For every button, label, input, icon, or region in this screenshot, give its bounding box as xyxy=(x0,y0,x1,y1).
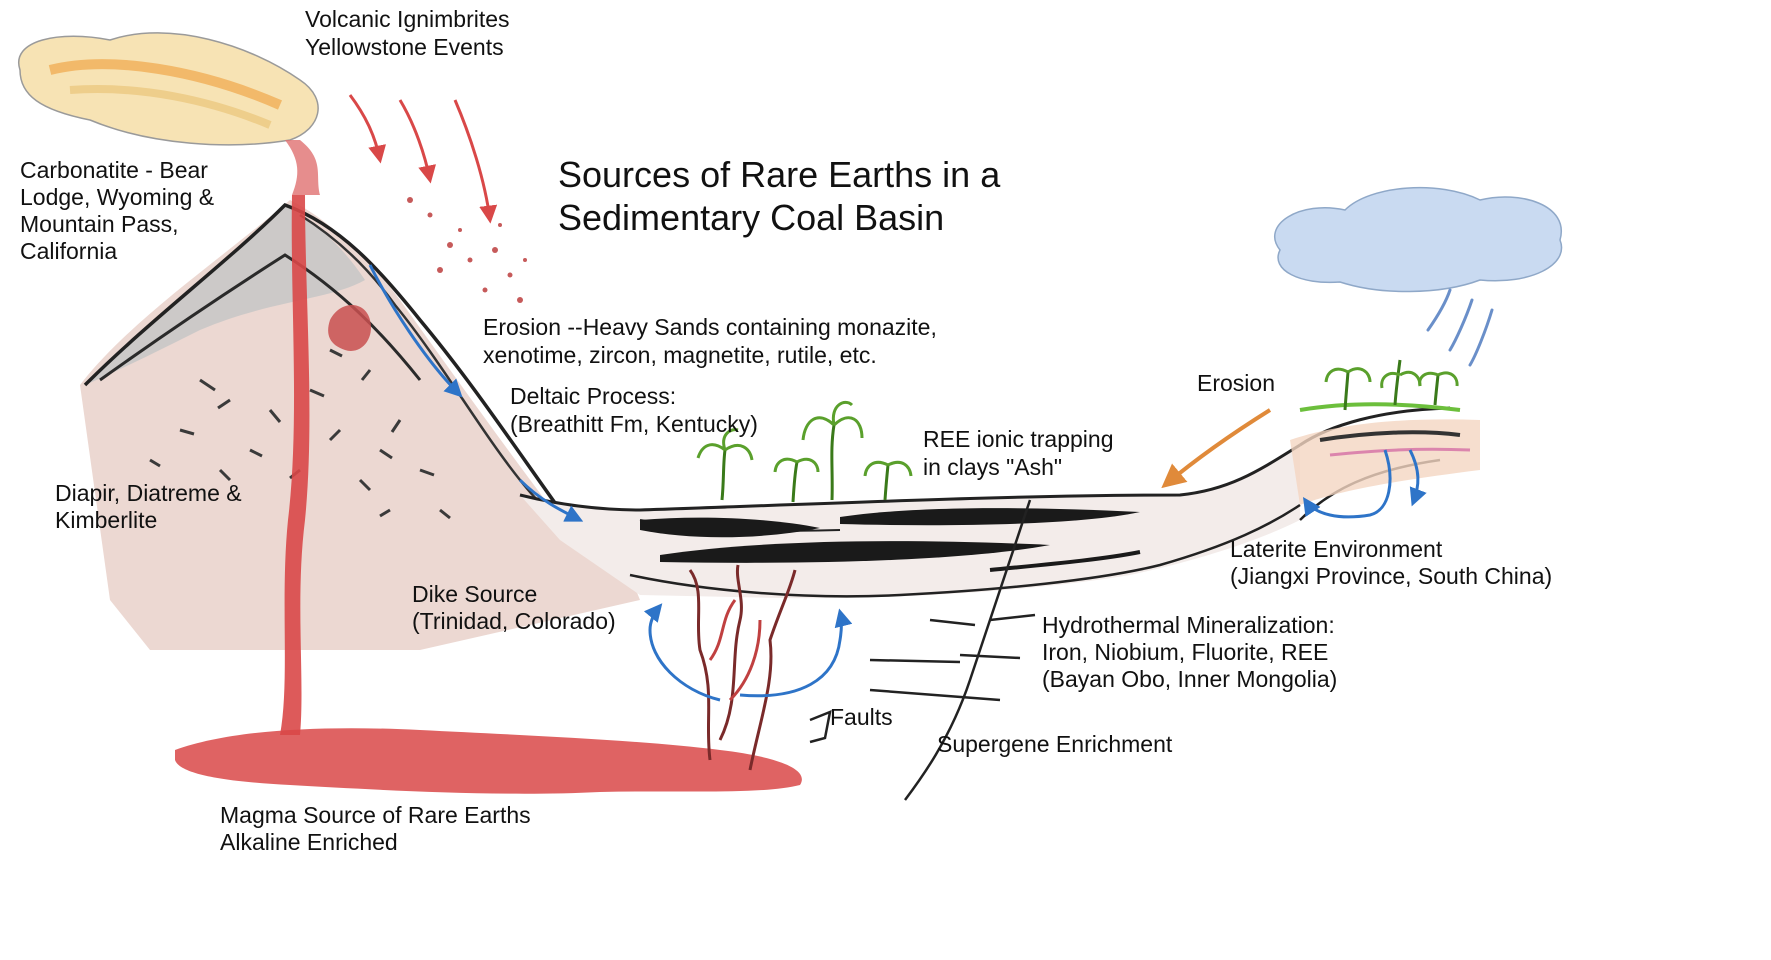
label-magma-line-1: Magma Source of Rare Earths xyxy=(220,800,531,830)
label-volcanic-line-1: Volcanic Ignimbrites xyxy=(305,4,510,34)
rain-cloud xyxy=(1275,188,1562,292)
label-carbonatite-line-1: Carbonatite - Bear xyxy=(20,155,208,185)
label-ree-trapping-line-1: REE ionic trapping xyxy=(923,424,1114,454)
label-volcanic-line-2: Yellowstone Events xyxy=(305,32,504,62)
label-hydrothermal-line-3: (Bayan Obo, Inner Mongolia) xyxy=(1042,664,1337,694)
label-ree-trapping-line-2: in clays "Ash" xyxy=(923,452,1062,482)
rain-drops xyxy=(1428,290,1492,365)
label-hydrothermal-line-2: Iron, Niobium, Fluorite, REE xyxy=(1042,637,1328,667)
label-dike-line-1: Dike Source xyxy=(412,579,537,609)
label-carbonatite-line-3: Mountain Pass, xyxy=(20,209,179,239)
label-deltaic-line-2: (Breathitt Fm, Kentucky) xyxy=(510,409,758,439)
label-erosion-right: Erosion xyxy=(1197,368,1275,398)
label-deltaic-line-1: Deltaic Process: xyxy=(510,381,676,411)
ash-cloud xyxy=(19,33,318,145)
label-carbonatite-line-4: California xyxy=(20,236,117,266)
diagram-title-line-1: Sources of Rare Earths in a xyxy=(558,152,1000,197)
label-hydrothermal-line-1: Hydrothermal Mineralization: xyxy=(1042,610,1335,640)
diagram-title-line-2: Sedimentary Coal Basin xyxy=(558,195,944,240)
label-supergene: Supergene Enrichment xyxy=(937,729,1172,759)
label-laterite-line-1: Laterite Environment xyxy=(1230,534,1442,564)
label-diapir-line-1: Diapir, Diatreme & xyxy=(55,478,242,508)
label-dike-line-2: (Trinidad, Colorado) xyxy=(412,606,616,636)
label-faults: Faults xyxy=(830,702,893,732)
eruption-column xyxy=(285,140,320,195)
label-laterite-line-2: (Jiangxi Province, South China) xyxy=(1230,561,1552,591)
label-diapir-line-2: Kimberlite xyxy=(55,505,157,535)
ash-particles xyxy=(407,197,527,303)
label-erosion-sands-line-1: Erosion --Heavy Sands containing monazit… xyxy=(483,312,937,342)
label-carbonatite-line-2: Lodge, Wyoming & xyxy=(20,182,214,212)
ash-fall-arrows xyxy=(350,95,490,220)
label-magma-line-2: Alkaline Enriched xyxy=(220,827,398,857)
label-erosion-sands-line-2: xenotime, zircon, magnetite, rutile, etc… xyxy=(483,340,877,370)
